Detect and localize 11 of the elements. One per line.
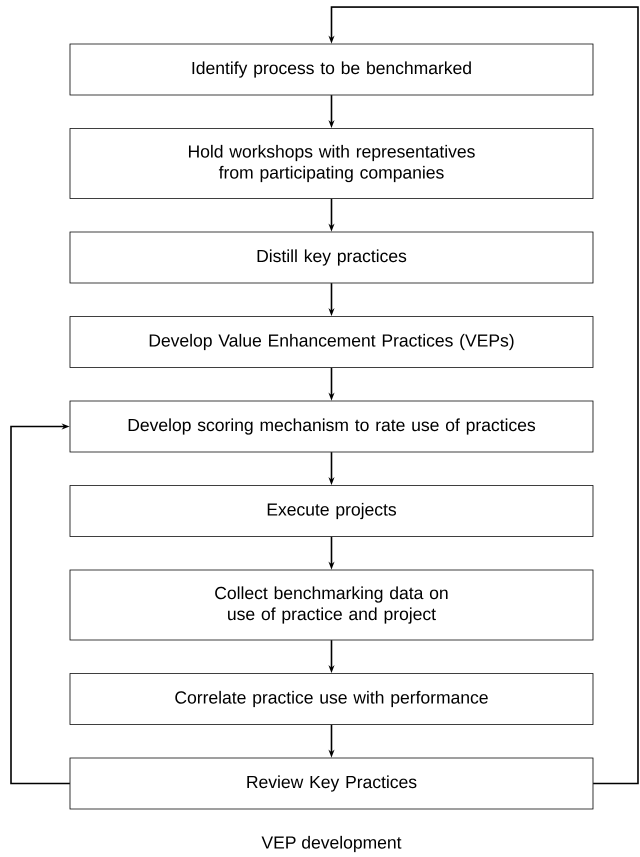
process-box: Collect benchmarking data on use of practice and project xyxy=(70,570,594,640)
caption: VEP development xyxy=(262,836,402,852)
process-box: Develop scoring mechanism to rate use of practices xyxy=(70,400,594,452)
process-box: Review Key Practices xyxy=(70,758,594,810)
process-box: Hold workshops with representatives from participating companies xyxy=(70,128,594,199)
process-box: Develop Value Enhancement Practices (VEPs) xyxy=(70,316,594,368)
process-box: Execute projects xyxy=(70,485,594,537)
process-box: Distill key practices xyxy=(70,232,594,284)
process-box: Identify process to be benchmarked xyxy=(70,44,594,96)
process-box: Correlate practice use with performance xyxy=(70,673,594,725)
arrow xyxy=(10,423,70,784)
